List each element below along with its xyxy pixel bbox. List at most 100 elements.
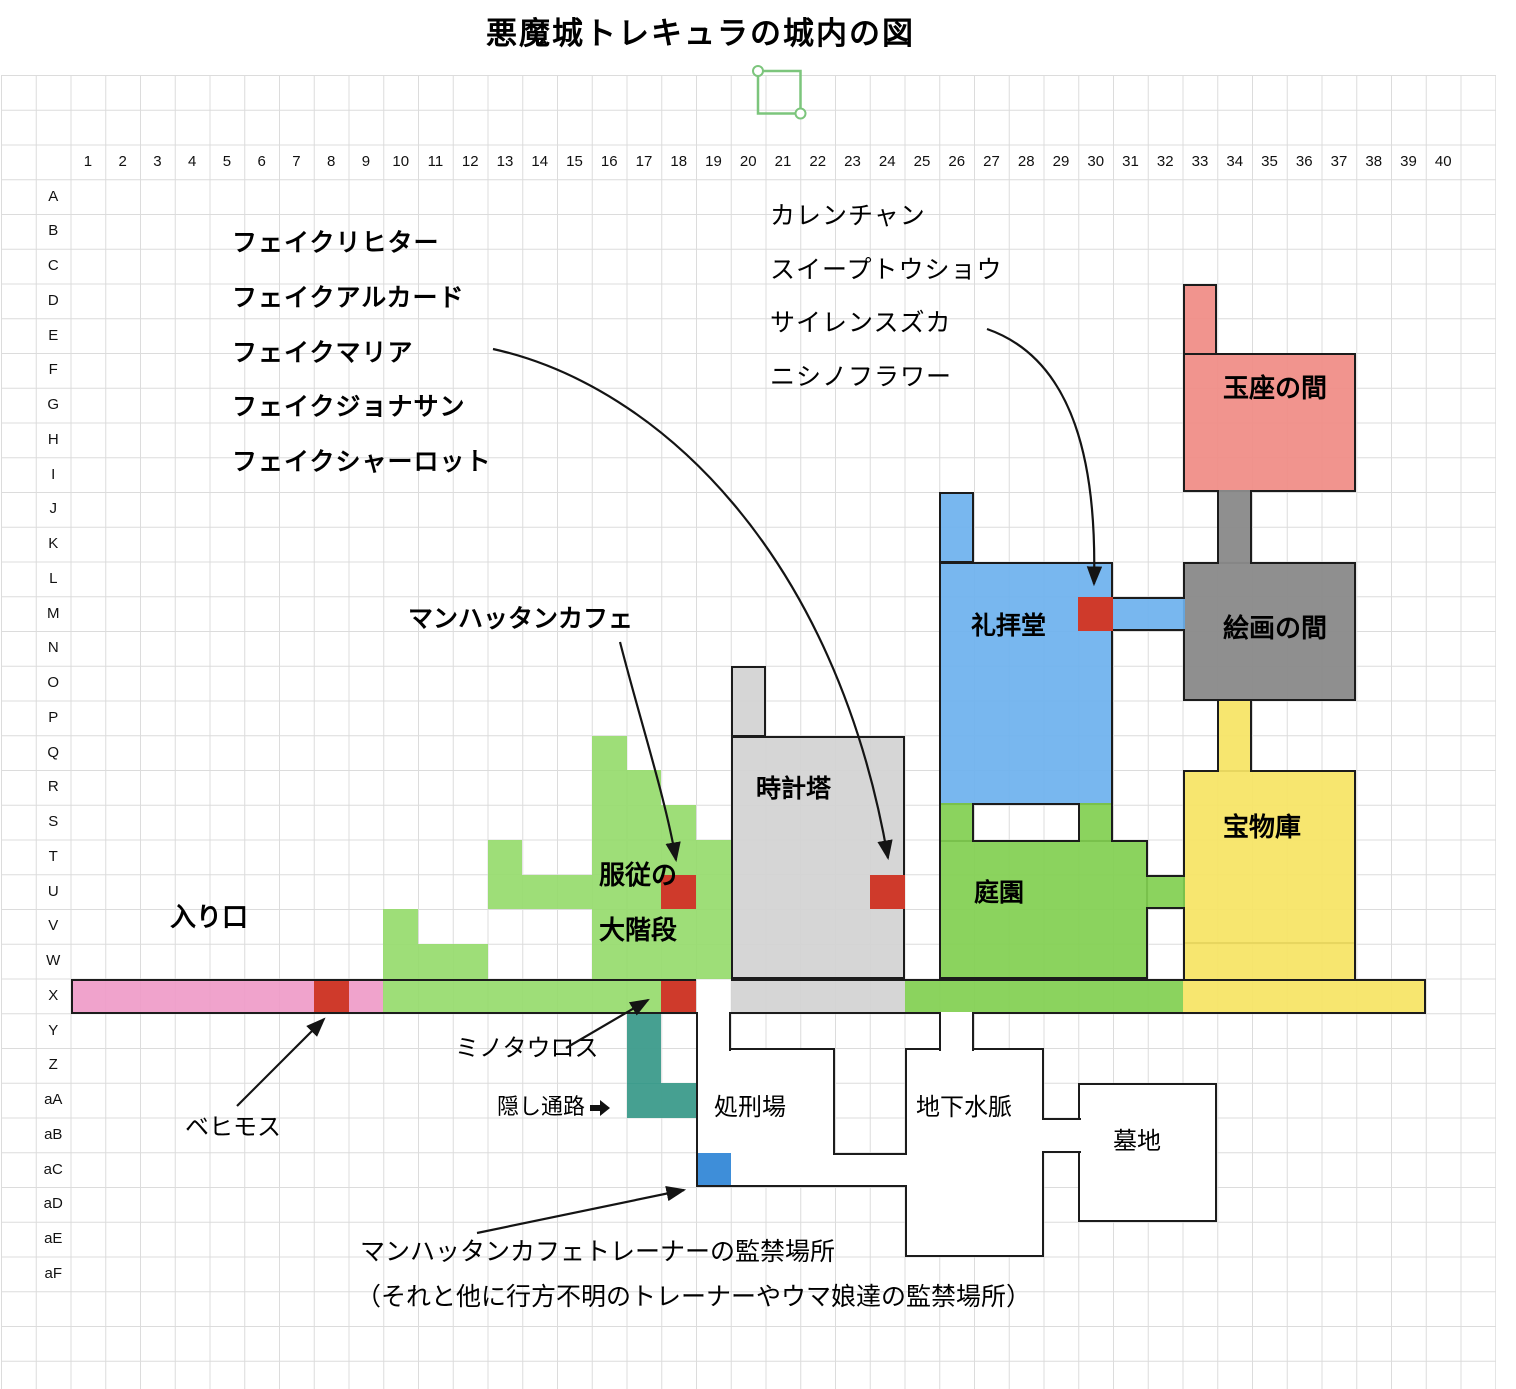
uma-musume-name: スイープトウショウ <box>770 255 1003 284</box>
corridor-waterway-graveyard[interactable] <box>1041 1117 1081 1153</box>
shape-garden[interactable] <box>939 839 1148 980</box>
shape-garden-stub-west[interactable] <box>939 803 975 842</box>
shape-treasury[interactable] <box>1182 770 1357 945</box>
grid-column-label: 37 <box>1330 152 1348 170</box>
grid-row-label: J <box>49 500 58 518</box>
shape-painting-room[interactable] <box>1182 561 1357 701</box>
label-staircase: 服従の 大階段 <box>599 860 678 945</box>
shape-staircase-tower[interactable] <box>591 735 627 806</box>
grid-column-label: 4 <box>188 152 197 170</box>
confinement-cell[interactable] <box>698 1152 731 1186</box>
grid-row-label: aF <box>44 1264 63 1282</box>
label-chapel: 礼拝堂 <box>971 612 1047 640</box>
shape-painting-room-stub[interactable] <box>1217 490 1253 564</box>
shape-chapel-arm[interactable] <box>1111 596 1185 632</box>
note-line2: （それと他に行方不明のトレーナーやウマ娘達の監禁場所） <box>356 1283 1032 1311</box>
grid-column-label: 31 <box>1122 152 1139 170</box>
grid-row-label: I <box>51 465 56 483</box>
shape-hidden-passage-vertical[interactable] <box>626 1013 662 1084</box>
grid-row-label: K <box>48 535 59 553</box>
grid-row-label: aD <box>43 1195 63 1213</box>
shape-garden-arm[interactable] <box>1146 874 1185 910</box>
grid-column-label: 33 <box>1191 152 1209 170</box>
grid-column-label: 21 <box>774 152 792 170</box>
grid-column-label: 26 <box>948 152 966 170</box>
grid-column-label: 28 <box>1017 152 1035 170</box>
corridor-down-to-waterway[interactable] <box>939 1011 975 1051</box>
grid-row-label: E <box>48 326 59 344</box>
marker-uma-captives-cell[interactable] <box>1078 596 1114 632</box>
grid-row-label: C <box>47 257 59 275</box>
corridor-execution-waterway[interactable] <box>833 1152 907 1188</box>
shape-hidden-passage-horizontal[interactable] <box>626 1083 697 1118</box>
fake-boss-name: フェイクジョナサン <box>232 393 466 422</box>
shape-staircase-step[interactable] <box>626 770 662 806</box>
grid-column-label: 5 <box>222 152 232 170</box>
page-title: 悪魔城トレキュラの城内の図 <box>486 16 915 51</box>
label-waterway: 地下水脈 <box>916 1094 1012 1121</box>
grid-row-label: aB <box>44 1125 63 1143</box>
shape-staircase-step[interactable] <box>418 944 488 979</box>
shape-staircase-main[interactable] <box>591 839 731 979</box>
grid-column-label: 20 <box>739 152 757 170</box>
grid-column-label: 32 <box>1156 152 1174 170</box>
grid-column-label: 34 <box>1226 152 1244 170</box>
grid-column-label: 2 <box>118 152 127 170</box>
grid-row-label: D <box>47 291 59 309</box>
grid-column-label: 35 <box>1261 152 1278 170</box>
shape-clock-tower-stub[interactable] <box>730 666 766 738</box>
grid-column-label: 25 <box>913 152 931 170</box>
fake-boss-name: フェイクアルカード <box>232 283 465 312</box>
grid-column-label: 36 <box>1295 152 1313 170</box>
right-arrow-icon <box>590 1100 611 1116</box>
grid-row-label: O <box>47 674 60 692</box>
corridor-yellow[interactable] <box>1182 978 1426 1014</box>
shape-throne-room[interactable] <box>1182 353 1357 493</box>
label-execution-ground: 処刑場 <box>714 1094 786 1121</box>
grid-column-label: 9 <box>361 152 371 170</box>
label-entrance: 入り口 <box>170 902 249 932</box>
corridor-gray-center[interactable] <box>730 978 905 1014</box>
grid-column-label: 15 <box>566 152 583 170</box>
grid-row-label: Q <box>47 743 60 761</box>
marker-manhattan-cafe-cell[interactable] <box>661 874 697 910</box>
grid-column-label: 3 <box>153 152 162 170</box>
grid-column-label: 39 <box>1400 152 1417 170</box>
grid-row-label: B <box>48 222 59 240</box>
fake-boss-name: フェイクマリア <box>232 338 414 367</box>
shape-underground-waterway[interactable] <box>904 1048 1044 1257</box>
shape-throne-room-stub[interactable] <box>1182 283 1218 355</box>
grid-row-label: V <box>48 917 59 935</box>
corridor-green-east[interactable] <box>904 978 1183 1014</box>
marker-minotaur-cell[interactable] <box>661 981 697 1012</box>
shape-treasury-row-w[interactable] <box>1182 942 1357 979</box>
grid-column-label: 19 <box>705 152 722 170</box>
grid-row-label: X <box>48 986 59 1004</box>
grid-row-label: aE <box>44 1230 63 1248</box>
grid-row-label: L <box>49 569 58 587</box>
marker-behemoth-cell[interactable] <box>313 981 349 1012</box>
label-throne-room: 玉座の間 <box>1223 373 1328 403</box>
grid-row-label: T <box>48 847 58 865</box>
shape-staircase-step[interactable] <box>383 909 419 979</box>
list-uma-musume: カレンチャンスイープトウショウサイレンスズカニシノフラワー <box>770 190 1003 404</box>
grid-row-label: N <box>47 639 59 657</box>
corridor-down-to-execution[interactable] <box>696 1011 731 1051</box>
shape-chapel-stub[interactable] <box>939 492 975 564</box>
grid-row-label: F <box>48 361 58 379</box>
shape-staircase-arm[interactable] <box>487 874 592 910</box>
corridor-green-west[interactable] <box>383 978 697 1014</box>
shape-graveyard[interactable] <box>1078 1083 1218 1223</box>
grid-column-label: 14 <box>531 152 549 170</box>
marker-fake-bosses-cell[interactable] <box>869 874 905 910</box>
shape-treasury-stub-top[interactable] <box>1217 700 1253 773</box>
grid-column-label: 27 <box>983 152 1000 170</box>
shape-clock-tower[interactable] <box>730 735 905 979</box>
shape-staircase-step[interactable] <box>487 839 523 875</box>
shape-staircase-step[interactable] <box>591 805 697 840</box>
shape-garden-stub-east[interactable] <box>1078 803 1114 842</box>
fake-boss-name: フェイクシャーロット <box>232 448 492 477</box>
grid-row-label: aA <box>44 1091 63 1109</box>
label-painting-room: 絵画の間 <box>1223 613 1328 643</box>
